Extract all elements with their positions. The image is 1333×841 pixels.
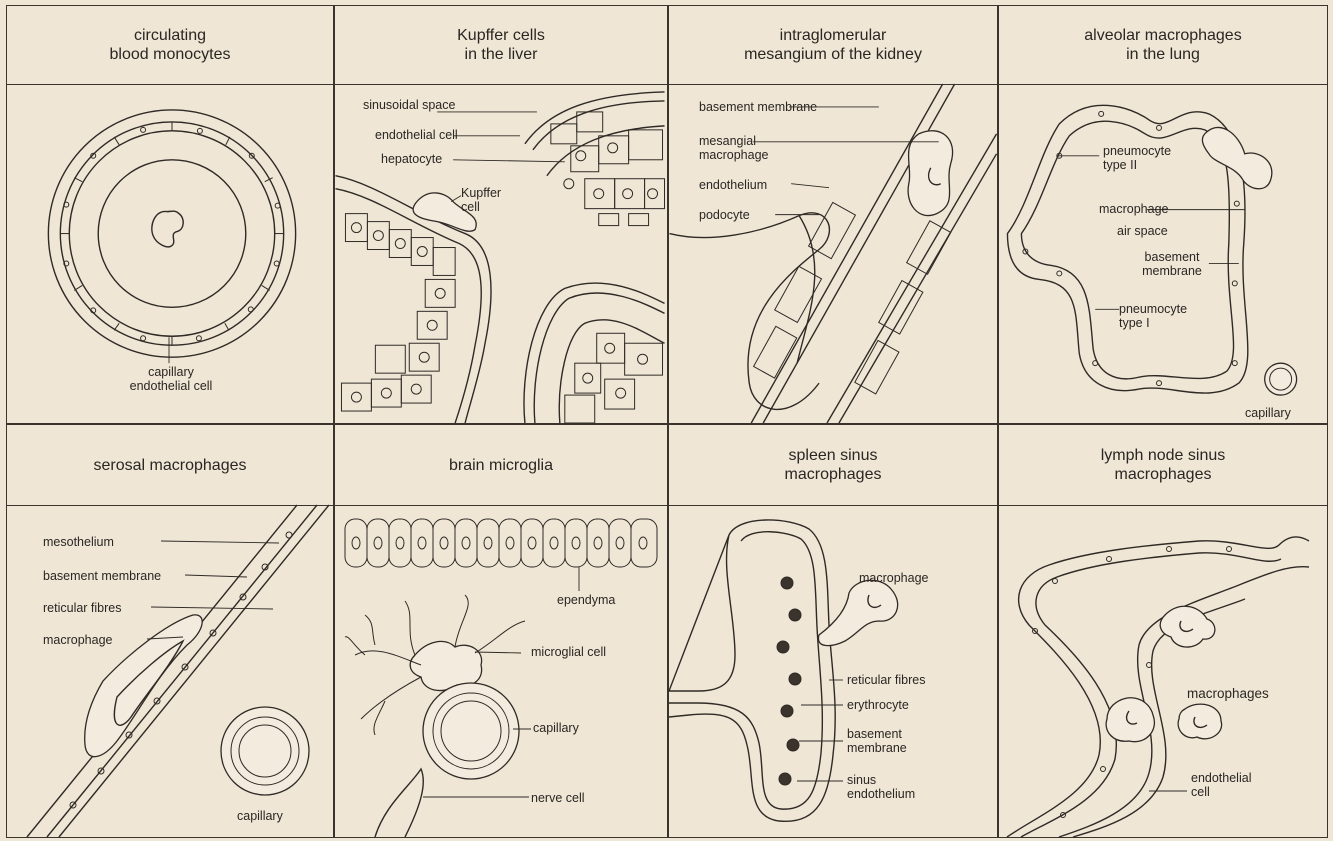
- panel-title: circulating blood monocytes: [110, 26, 231, 64]
- label-basement-membrane: basement membrane: [1135, 250, 1209, 278]
- panel-illustration: macrophages endothelial cell: [999, 505, 1327, 837]
- label-hepatocyte: hepatocyte: [381, 152, 442, 166]
- erythrocytes: [777, 577, 801, 785]
- panel-spleen-sinus: spleen sinus macrophages macrophage reti…: [668, 424, 998, 838]
- monocyte-nucleus: [152, 211, 183, 247]
- label-capillary: capillary: [1245, 406, 1291, 420]
- ependyma-cells: [345, 519, 657, 567]
- label-mesangial-macrophage: mesangial macrophage: [699, 134, 769, 162]
- panel-alveolar-macrophages: alveolar macrophages in the lung pneumoc…: [998, 5, 1328, 424]
- label-capillary-endothelial-cell: capillary endothelial cell: [111, 365, 231, 393]
- label-ependyma: ependyma: [557, 593, 615, 607]
- label-mesothelium: mesothelium: [43, 535, 114, 549]
- panel-title: intraglomerular mesangium of the kidney: [744, 26, 922, 64]
- label-pneumocyte-type-i: pneumocyte type I: [1119, 302, 1187, 330]
- label-sinusoidal-space: sinusoidal space: [363, 98, 455, 112]
- panel-title: serosal macrophages: [94, 456, 247, 475]
- panel-title-box: intraglomerular mesangium of the kidney: [669, 6, 997, 85]
- panel-blood-monocytes: circulating blood monocytes: [6, 5, 334, 424]
- panel-title: Kupffer cells in the liver: [457, 26, 545, 64]
- label-erythrocyte: erythrocyte: [847, 698, 909, 712]
- panel-illustration: sinusoidal space endothelial cell hepato…: [335, 84, 667, 423]
- label-capillary: capillary: [533, 721, 579, 735]
- panel-lymph-node-sinus: lymph node sinus macrophages: [998, 424, 1328, 838]
- lymph-macrophage-2: [1106, 698, 1154, 742]
- panel-brain-microglia: brain microglia: [334, 424, 668, 838]
- panel-illustration: basement membrane mesangial macrophage e…: [669, 84, 997, 423]
- label-pneumocyte-type-ii: pneumocyte type II: [1103, 144, 1171, 172]
- mesangial-macrophage-shape: [908, 131, 952, 216]
- panel-illustration: macrophage reticular fibres erythrocyte …: [669, 505, 997, 837]
- label-sinus-endothelium: sinus endothelium: [847, 773, 915, 801]
- label-kupffer-cell: Kupffer cell: [461, 186, 501, 214]
- panel-illustration: capillary endothelial cell: [7, 84, 333, 423]
- sinus-wall-outer: [669, 520, 835, 821]
- panel-illustration: ependyma microglial cell capillary nerve…: [335, 505, 667, 837]
- label-nerve-cell: nerve cell: [531, 791, 585, 805]
- panel-title-box: brain microglia: [335, 425, 667, 506]
- label-basement-membrane: basement membrane: [43, 569, 161, 583]
- label-air-space: air space: [1117, 224, 1168, 238]
- spleen-macrophage-shape: [818, 580, 897, 645]
- alveolar-macrophage-shape: [1202, 127, 1271, 188]
- label-basement-membrane: basement membrane: [699, 100, 817, 114]
- panel-title: spleen sinus macrophages: [785, 446, 882, 484]
- panel-title-box: alveolar macrophages in the lung: [999, 6, 1327, 85]
- label-reticular-fibres: reticular fibres: [847, 673, 926, 687]
- label-macrophage: macrophage: [859, 571, 929, 585]
- panel-serosal-macrophages: serosal macrophages mesothelium basement: [6, 424, 334, 838]
- panel-title-box: serosal macrophages: [7, 425, 333, 506]
- panel-title: lymph node sinus macrophages: [1101, 446, 1226, 484]
- panel-title-box: lymph node sinus macrophages: [999, 425, 1327, 506]
- lymph-macrophage-3: [1178, 704, 1222, 739]
- label-endothelial-cell: endothelial cell: [1191, 771, 1251, 799]
- panel-kupffer-cells: Kupffer cells in the liver: [334, 5, 668, 424]
- label-microglial-cell: microglial cell: [531, 645, 606, 659]
- panel-illustration: mesothelium basement membrane reticular …: [7, 505, 333, 837]
- panel-title: brain microglia: [449, 456, 553, 475]
- label-reticular-fibres: reticular fibres: [43, 601, 122, 615]
- label-endothelial-cell: endothelial cell: [375, 128, 458, 142]
- label-podocyte: podocyte: [699, 208, 750, 222]
- panel-title-box: spleen sinus macrophages: [669, 425, 997, 506]
- panel-illustration: pneumocyte type II macrophage air space …: [999, 84, 1327, 423]
- panel-title-box: Kupffer cells in the liver: [335, 6, 667, 85]
- label-endothelium: endothelium: [699, 178, 767, 192]
- label-capillary: capillary: [237, 809, 283, 823]
- panel-kidney-mesangium: intraglomerular mesangium of the kidney: [668, 5, 998, 424]
- panel-title-box: circulating blood monocytes: [7, 6, 333, 85]
- panel-title: alveolar macrophages in the lung: [1084, 26, 1241, 64]
- label-macrophages: macrophages: [1187, 687, 1269, 701]
- label-basement-membrane: basement membrane: [847, 727, 907, 755]
- label-macrophage: macrophage: [43, 633, 113, 647]
- label-macrophage: macrophage: [1099, 202, 1169, 216]
